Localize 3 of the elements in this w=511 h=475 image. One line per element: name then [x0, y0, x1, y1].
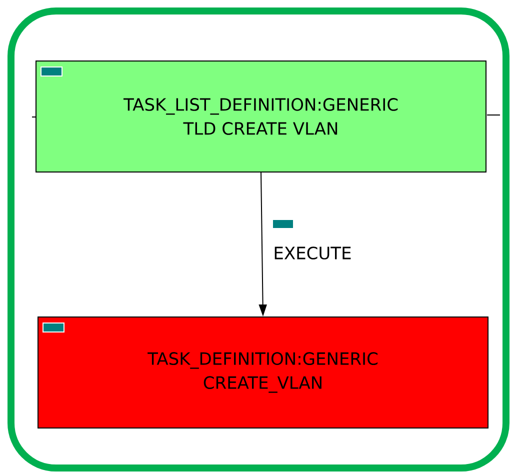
edge-label: EXECUTE — [274, 246, 351, 260]
task-box: TASK_DEFINITION:GENERIC CREATE_VLAN — [38, 316, 488, 428]
task-box: TASK_LIST_DEFINITION:GENERIC TLD CREATE VLAN — [36, 60, 486, 172]
